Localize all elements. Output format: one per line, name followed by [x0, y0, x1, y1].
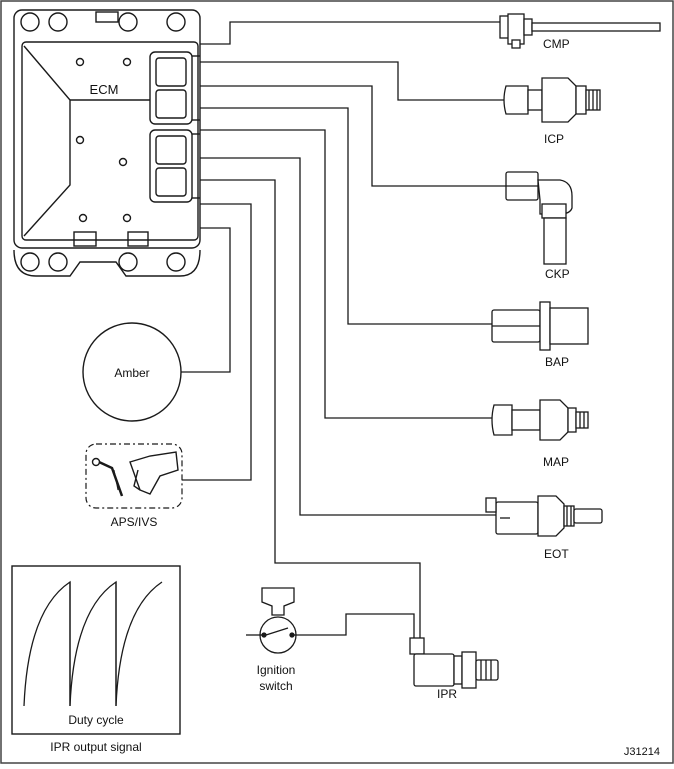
wire-aps — [182, 203, 252, 481]
eot-label: EOT — [544, 547, 569, 561]
amber-warning-lamp — [82, 322, 182, 422]
amber-label: Amber — [114, 366, 149, 380]
eot-sensor — [485, 495, 603, 537]
map-label: MAP — [543, 455, 569, 469]
ipr-output-signal-caption: IPR output signal — [50, 740, 141, 754]
map-sensor — [491, 399, 589, 441]
wire-amber — [181, 227, 231, 373]
aps-ivs-label: APS/IVS — [111, 515, 158, 529]
figure-id: J31214 — [624, 746, 660, 758]
ignition-label-line2: switch — [259, 679, 292, 693]
ignition-label-line1: Ignition — [257, 663, 296, 677]
ecm-label: ECM — [90, 82, 119, 97]
accelerator-pedal-icon — [91, 451, 179, 497]
bap-label: BAP — [545, 355, 569, 369]
aps-ivs-dashed-box — [85, 443, 183, 509]
wires — [181, 21, 506, 640]
wire-cmp — [200, 21, 500, 45]
icp-label: ICP — [544, 132, 564, 146]
duty-cycle-waveform — [23, 580, 163, 707]
wire-ignition — [296, 613, 415, 640]
icp-sensor — [503, 77, 601, 123]
ckp-label: CKP — [545, 267, 570, 281]
duty-cycle-label: Duty cycle — [68, 713, 124, 727]
wire-map — [200, 129, 494, 419]
ipr-valve — [409, 637, 499, 689]
cmp-label: CMP — [543, 37, 570, 51]
wire-bap — [200, 107, 492, 325]
wire-eot — [200, 157, 496, 516]
wire-icp — [200, 61, 506, 101]
ipr-label: IPR — [437, 687, 457, 701]
cmp-sensor — [499, 13, 661, 49]
ckp-sensor — [505, 171, 573, 265]
wire-ipr — [200, 179, 421, 640]
ignition-switch-icon — [246, 587, 297, 654]
ipr-signal-box — [11, 565, 181, 735]
bap-sensor — [491, 301, 589, 351]
ecm-module — [13, 9, 201, 277]
wire-ckp — [200, 85, 506, 187]
